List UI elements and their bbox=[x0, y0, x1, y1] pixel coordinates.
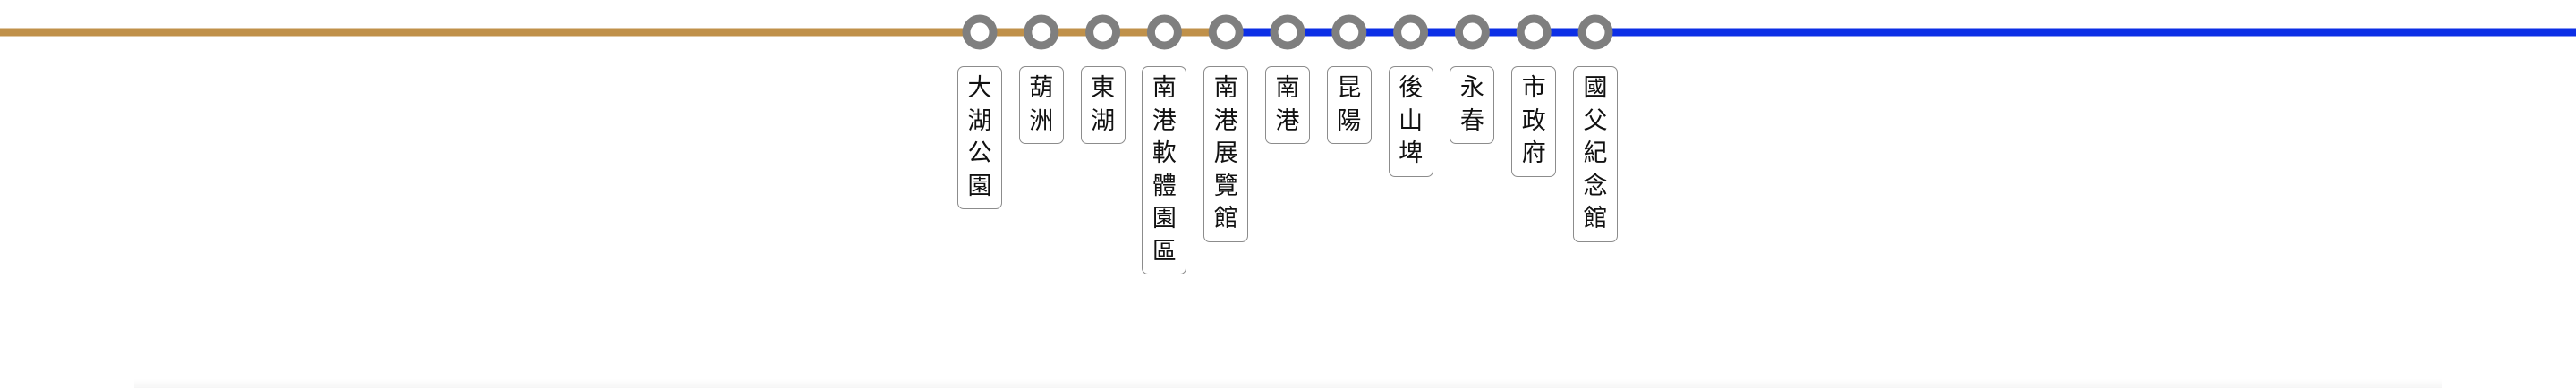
station-marker[interactable] bbox=[1208, 14, 1244, 50]
station-label[interactable]: 永春 bbox=[1450, 66, 1495, 144]
station-marker[interactable] bbox=[1577, 14, 1613, 50]
station-marker[interactable] bbox=[1085, 14, 1121, 50]
station-label[interactable]: 後山埤 bbox=[1388, 66, 1433, 177]
station-label[interactable]: 葫洲 bbox=[1018, 66, 1064, 144]
bottom-shadow bbox=[134, 379, 2442, 388]
station-label[interactable]: 大湖公園 bbox=[957, 66, 1002, 209]
station-marker[interactable] bbox=[1146, 14, 1182, 50]
station-label[interactable]: 市政府 bbox=[1511, 66, 1557, 177]
station-label[interactable]: 南港軟體園區 bbox=[1142, 66, 1187, 274]
station-markers bbox=[962, 14, 1613, 50]
station-marker[interactable] bbox=[1454, 14, 1490, 50]
station-label[interactable]: 南港 bbox=[1265, 66, 1310, 144]
station-label[interactable]: 昆陽 bbox=[1326, 66, 1372, 144]
station-label[interactable]: 南港展覽館 bbox=[1203, 66, 1249, 242]
station-marker[interactable] bbox=[1331, 14, 1367, 50]
station-marker[interactable] bbox=[1516, 14, 1552, 50]
station-label[interactable]: 國父紀念館 bbox=[1573, 66, 1618, 242]
station-marker[interactable] bbox=[962, 14, 998, 50]
station-marker[interactable] bbox=[1024, 14, 1059, 50]
station-marker[interactable] bbox=[1393, 14, 1429, 50]
station-label[interactable]: 東湖 bbox=[1080, 66, 1126, 144]
station-marker[interactable] bbox=[1270, 14, 1305, 50]
